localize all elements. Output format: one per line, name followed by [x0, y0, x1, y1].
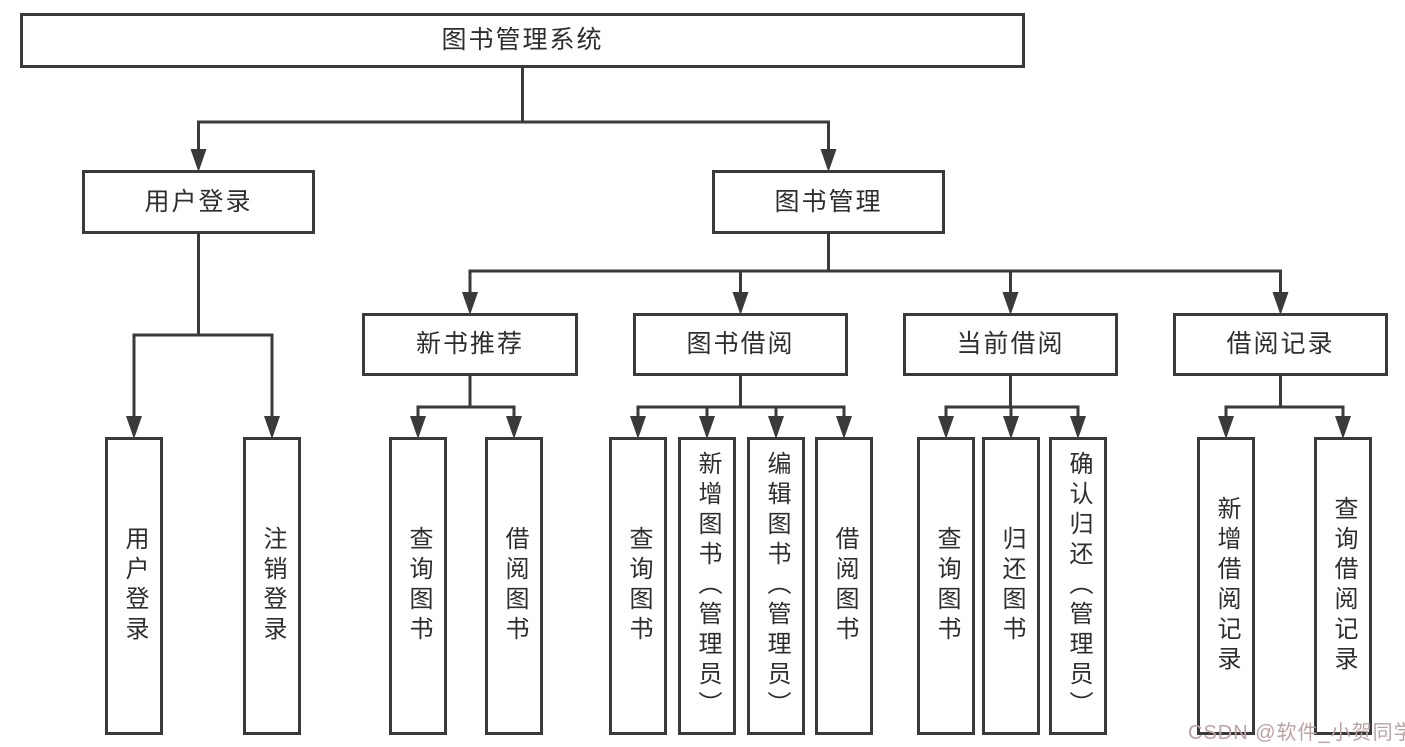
node-label: 归还图书	[998, 526, 1025, 646]
node-label: 图书管理系统	[441, 26, 604, 54]
node-label: 当前借阅	[956, 330, 1065, 358]
node-query-borrow-record: 查询借阅记录	[1314, 437, 1372, 735]
node-label: 图书管理	[774, 187, 883, 216]
arrowhead-down-icon	[1003, 416, 1019, 439]
arrowhead-down-icon	[768, 416, 784, 439]
arrowhead-down-icon	[699, 416, 715, 439]
arrowhead-down-icon	[630, 416, 646, 439]
node-book-management: 图书管理	[712, 170, 945, 234]
arrowhead-down-icon	[938, 416, 954, 439]
arrowhead-down-icon	[1070, 416, 1086, 439]
node-user-login-leaf: 用户登录	[105, 437, 163, 735]
node-borrow-records: 借阅记录	[1173, 313, 1388, 376]
node-logout-leaf: 注销登录	[243, 437, 301, 735]
node-return-books: 归还图书	[982, 437, 1040, 735]
node-label: 编辑图书（管理员）	[763, 451, 790, 721]
arrowhead-down-icon	[1218, 416, 1234, 439]
node-add-borrow-record: 新增借阅记录	[1197, 437, 1255, 735]
node-label: 新增借阅记录	[1213, 496, 1240, 676]
node-label: 查询图书	[625, 526, 652, 646]
node-label: 借阅图书	[501, 526, 528, 646]
node-query-books-recommend: 查询图书	[389, 437, 447, 735]
node-confirm-return-admin: 确认归还（管理员）	[1049, 437, 1107, 735]
arrowhead-down-icon	[1272, 292, 1289, 315]
node-label: 查询借阅记录	[1330, 496, 1357, 676]
arrowhead-down-icon	[190, 149, 207, 172]
node-label: 用户登录	[144, 187, 253, 216]
node-book-borrowing: 图书借阅	[633, 313, 848, 376]
node-current-borrowing: 当前借阅	[903, 313, 1118, 376]
node-label: 图书借阅	[686, 330, 795, 358]
node-add-books-admin: 新增图书（管理员）	[678, 437, 736, 735]
arrowhead-down-icon	[820, 149, 837, 172]
node-label: 借阅图书	[831, 526, 858, 646]
node-user-login: 用户登录	[82, 170, 315, 234]
arrowhead-down-icon	[836, 416, 852, 439]
arrowhead-down-icon	[1335, 416, 1351, 439]
node-root: 图书管理系统	[20, 13, 1025, 68]
arrowhead-down-icon	[506, 416, 522, 439]
node-label: 新增图书（管理员）	[694, 451, 721, 721]
node-label: 查询图书	[933, 526, 960, 646]
arrowhead-down-icon	[732, 292, 749, 315]
watermark: CSDN @软件_小贺同学	[1188, 722, 1405, 744]
node-edit-books-admin: 编辑图书（管理员）	[747, 437, 805, 735]
arrowhead-down-icon	[410, 416, 426, 439]
arrowhead-down-icon	[462, 292, 478, 315]
node-query-books-current: 查询图书	[917, 437, 975, 735]
arrowhead-down-icon	[264, 416, 280, 439]
node-label: 用户登录	[121, 526, 148, 646]
node-label: 确认归还（管理员）	[1065, 451, 1092, 721]
node-query-books-borrowing: 查询图书	[609, 437, 667, 735]
node-borrow-books-borrowing: 借阅图书	[815, 437, 873, 735]
node-new-book-recommend: 新书推荐	[362, 313, 578, 376]
node-label: 新书推荐	[415, 330, 524, 358]
node-label: 查询图书	[405, 526, 432, 646]
arrowhead-down-icon	[1002, 292, 1019, 315]
arrowhead-down-icon	[126, 416, 142, 439]
node-label: 借阅记录	[1226, 330, 1335, 358]
node-label: 注销登录	[259, 526, 286, 646]
node-borrow-books-recommend: 借阅图书	[485, 437, 543, 735]
